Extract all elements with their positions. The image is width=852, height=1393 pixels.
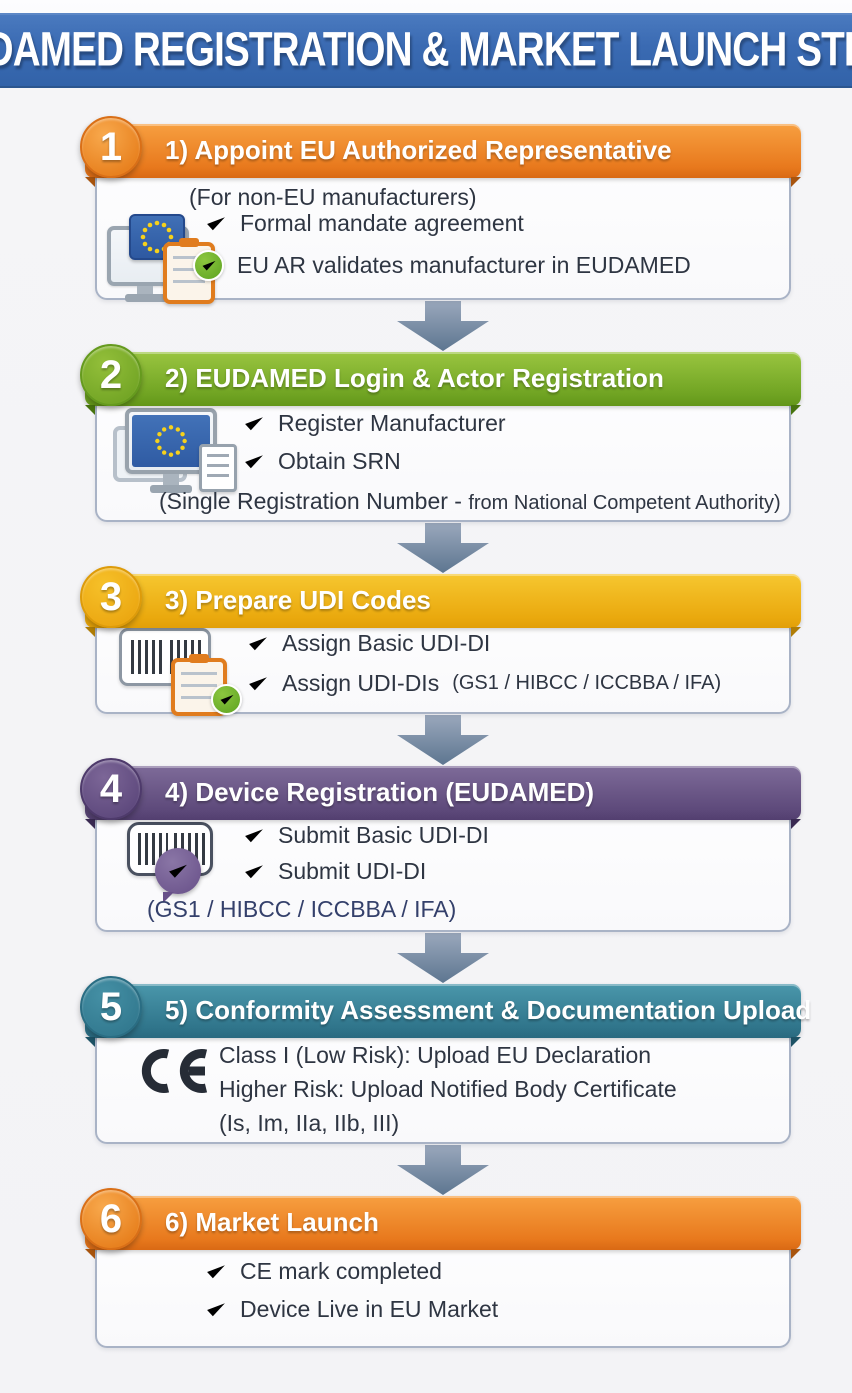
page-title: EUDAMED REGISTRATION & MARKET LAUNCH STE… [0,23,852,77]
ce-mark-icon [141,1049,208,1093]
step-card-3: 3 3) Prepare UDI Codes Assign Basic UDI-… [80,566,801,716]
flow-arrow-1 [85,301,801,351]
step-1-bullet-1: Formal mandate agreement [205,210,524,237]
step-5-body: Class I (Low Risk): Upload EU Declaratio… [95,1032,791,1144]
check-icon [245,865,263,879]
step-6-header: 6 6) Market Launch [80,1188,801,1259]
check-icon [245,829,263,843]
step-4-footnote: (GS1 / HIBCC / ICCBBA / IFA) [147,896,457,922]
step-5-line-3: (Is, Im, IIa, IIb, III) [219,1110,400,1136]
check-icon [249,637,267,651]
purple-check-icon [155,848,201,903]
step-3-bullet-1: Assign Basic UDI-DI [247,630,490,657]
step-1-bullet-2: EU AR validates manufacturer in EUDAMED [193,250,691,281]
step-4-body: Submit Basic UDI-DI Submit UDI-DI (GS1 /… [95,814,791,932]
step-1-header: 1 1) Appoint EU Authorized Representativ… [80,116,801,187]
document-icon [199,444,237,492]
step-5-number-badge: 5 [80,976,142,1038]
step-5-line-1: Class I (Low Risk): Upload EU Declaratio… [219,1042,652,1068]
step-2-number-badge: 2 [80,344,142,406]
step-4-title: 4) Device Registration (EUDAMED) [165,777,595,807]
step-3-header: 3 3) Prepare UDI Codes [80,566,801,637]
step-4-number-badge: 4 [80,758,142,820]
step-6-bullet-2: Device Live in EU Market [205,1296,498,1323]
step-6-body: CE mark completed Device Live in EU Mark… [95,1244,791,1348]
step-5-header: 5 5) Conformity Assessment & Documentati… [80,976,812,1047]
step-1-subtitle: (For non-EU manufacturers) [189,184,477,210]
title-banner: EUDAMED REGISTRATION & MARKET LAUNCH STE… [0,13,852,88]
step-2-header: 2 2) EUDAMED Login & Actor Registration [80,344,801,415]
step-3-body: Assign Basic UDI-DI Assign UDI-DIs (GS1 … [95,622,791,716]
step-2-body: Register Manufacturer Obtain SRN (Single… [95,400,791,522]
check-icon [207,1303,225,1317]
step-2-bullet-2: Obtain SRN [243,448,401,475]
step-5-line-2: Higher Risk: Upload Notified Body Certif… [219,1076,677,1102]
step-4-header: 4 4) Device Registration (EUDAMED) [80,758,801,829]
monitor-eu-flag-clipboard-icon [107,214,217,304]
green-circle-check-icon [193,250,224,281]
check-icon [207,217,225,231]
step-4-bullet-1: Submit Basic UDI-DI [243,822,489,849]
check-icon [249,677,267,691]
step-2-footnote: (Single Registration Number - from Natio… [159,488,781,514]
step-3-title: 3) Prepare UDI Codes [165,585,431,615]
monitor-eu-screen-document-icon [113,408,237,504]
check-icon [245,417,263,431]
step-2-title: 2) EUDAMED Login & Actor Registration [165,363,664,393]
step-card-6: 6 6) Market Launch CE mark completed Dev… [80,1188,801,1348]
barcode-clipboard-icon [119,628,242,716]
step-card-1: 1 1) Appoint EU Authorized Representativ… [80,116,801,304]
step-card-4: 4 4) Device Registration (EUDAMED) Submi… [80,758,801,932]
green-circle-check-icon [211,684,242,715]
check-icon [207,1265,225,1279]
check-icon [245,455,263,469]
flow-arrow-3 [85,715,801,765]
step-6-bullet-1: CE mark completed [205,1258,442,1285]
step-5-title: 5) Conformity Assessment & Documentation… [165,995,812,1025]
flow-arrow-4 [85,933,801,983]
step-4-bullet-2: Submit UDI-DI [243,858,426,885]
step-3-number-badge: 3 [80,566,142,628]
flow-arrow-5 [85,1145,801,1195]
step-6-number-badge: 6 [80,1188,142,1250]
step-1-number-badge: 1 [80,116,142,178]
step-card-2: 2 2) EUDAMED Login & Actor Registration [80,344,801,522]
step-1-body: (For non-EU manufacturers) Formal ma [95,172,791,304]
step-card-5: 5 5) Conformity Assessment & Documentati… [80,976,812,1144]
step-3-bullet-2: Assign UDI-DIs (GS1 / HIBCC / ICCBBA / I… [247,670,721,697]
steps-stack: 1 1) Appoint EU Authorized Representativ… [80,116,812,1348]
barcode-check-bubble-icon [127,822,237,903]
step-1-title: 1) Appoint EU Authorized Representative [165,135,672,165]
flow-arrow-2 [85,523,801,573]
step-6-title: 6) Market Launch [165,1207,379,1237]
step-2-bullet-1: Register Manufacturer [243,410,506,437]
